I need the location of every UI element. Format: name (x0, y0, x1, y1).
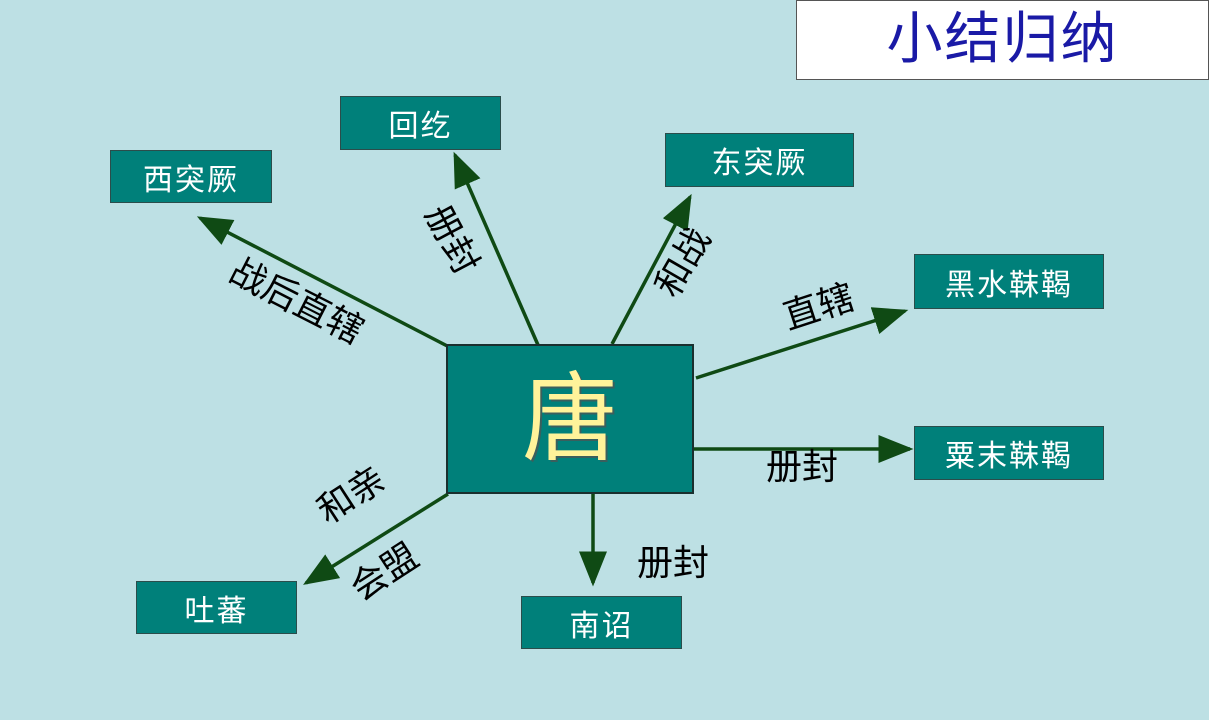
title-box: 小结归纳 (796, 0, 1209, 80)
edge-label-sumo-mohe: 册封 (766, 447, 839, 488)
node-sumo-mohe-label: 粟末靺鞨 (945, 439, 1073, 474)
node-nanzhao: 南诏 (521, 596, 682, 649)
arrow-heishui-mohe (695, 307, 909, 380)
node-west-turks-label: 西突厥 (143, 162, 239, 198)
center-node: 唐 (446, 344, 694, 494)
center-node-label: 唐 (522, 363, 618, 475)
node-sumo-mohe: 粟末靺鞨 (914, 426, 1104, 480)
arrow-east-turks (610, 193, 692, 345)
node-west-turks: 西突厥 (110, 150, 272, 203)
node-east-turks: 东突厥 (665, 133, 854, 187)
arrow-tubo (303, 492, 449, 585)
arrow-west-turks (196, 216, 456, 352)
node-uyghur: 回纥 (340, 96, 501, 150)
node-east-turks-label: 东突厥 (711, 146, 808, 181)
node-nanzhao-label: 南诏 (569, 608, 634, 644)
node-heishui-mohe: 黑水靺鞨 (914, 254, 1104, 309)
page-title: 小结归纳 (886, 7, 1119, 72)
edge-label-nanzhao: 册封 (637, 543, 710, 584)
arrow-uyghur (453, 151, 540, 346)
node-heishui-mohe-label: 黑水靺鞨 (945, 267, 1073, 303)
node-uyghur-label: 回纥 (388, 109, 453, 144)
node-tubo: 吐蕃 (136, 581, 297, 634)
node-tubo-label: 吐蕃 (184, 593, 249, 629)
